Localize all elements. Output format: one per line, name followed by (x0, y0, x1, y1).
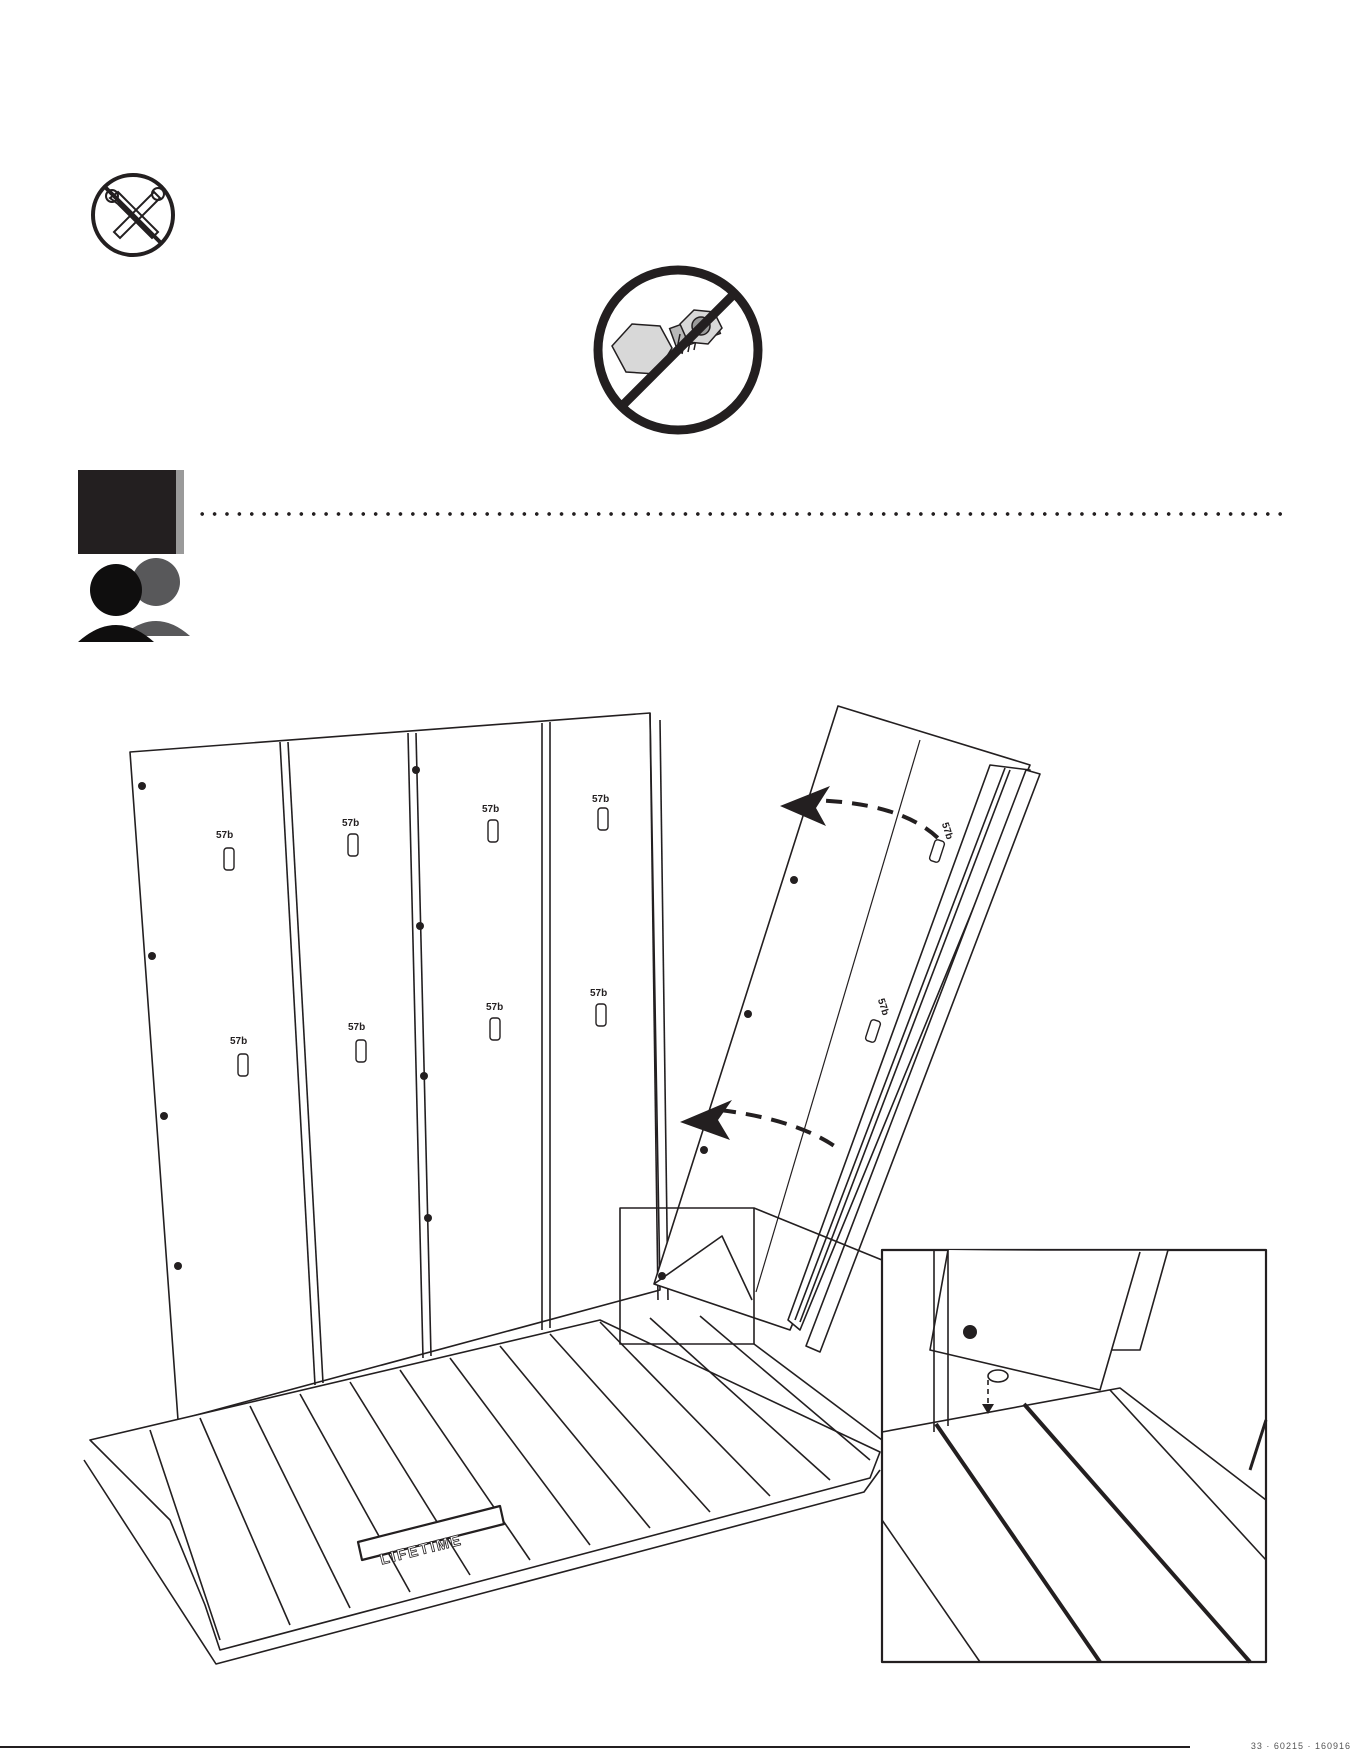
page-mark: 33 · 60215 · 160916 (1251, 1741, 1351, 1751)
part-label: 57b (482, 804, 499, 815)
part-label: 57b (342, 818, 359, 829)
back-wall-panels (130, 713, 668, 1420)
part-label: 57b (230, 1036, 247, 1047)
part-label: 57b (216, 830, 233, 841)
detail-inset (882, 1250, 1266, 1662)
footer-rule (0, 1746, 1190, 1748)
part-label: 57b (348, 1022, 365, 1033)
part-label: 57b (590, 988, 607, 999)
part-label: 57b (592, 794, 609, 805)
part-label: 57b (486, 1002, 503, 1013)
